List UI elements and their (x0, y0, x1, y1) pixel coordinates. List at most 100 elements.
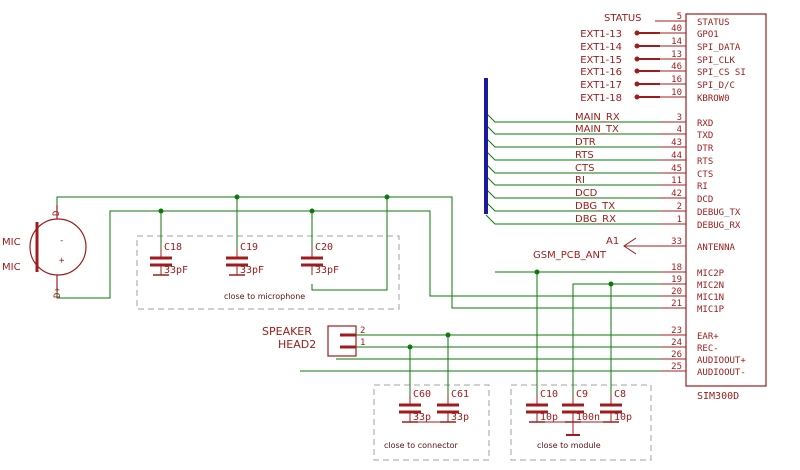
module-pin-name: CTS (697, 170, 713, 180)
status-net-label: STATUS (604, 13, 642, 24)
mic-body (29, 218, 87, 276)
module-pin-name: STATUS (697, 18, 730, 28)
ext-net-labels: EXT1-13EXT1-14EXT1-15EXT1-16EXT1-17EXT1-… (580, 20, 660, 104)
bus-net-label: MAIN_RX (575, 112, 620, 123)
speaker-label-1: SPEAKER (262, 325, 312, 338)
module-pin-name: MIC2N (697, 281, 724, 291)
module-pin-name: MIC2P (697, 269, 725, 279)
module-pin-name: SPI_D/C (697, 81, 735, 91)
cap-ref: C10 (540, 389, 558, 400)
module-pin-name: RXD (697, 119, 713, 129)
module-pin-name: DCD (697, 195, 713, 205)
capacitor: C10 10p (526, 389, 558, 423)
module-pin-number: 21 (671, 299, 682, 309)
module-pin-name: KBROW0 (697, 94, 730, 104)
module-pin-name: MIC1N (697, 293, 724, 303)
speaker-body (327, 325, 357, 357)
cap-value: 10p (614, 412, 632, 423)
bus-wire (485, 214, 660, 225)
ext-net-label: EXT1-14 (580, 42, 622, 53)
module-pin-name: GPO1 (697, 30, 719, 40)
wires (56, 112, 660, 395)
bus-net-label: MAIN_TX (575, 124, 619, 135)
module-pin-number: 45 (671, 164, 682, 174)
cap-value: 10p (540, 412, 558, 423)
module-pin-number: 23 (671, 326, 682, 336)
bus-wires (485, 112, 660, 225)
ext-net-label: EXT1-17 (580, 80, 622, 91)
capacitor: C19 33pF (226, 242, 264, 276)
module-pin-name: DTR (697, 144, 714, 154)
cap-ref: C9 (576, 389, 588, 400)
antenna-a1: A1 GSM_PCB_ANT (533, 236, 660, 261)
module-pin-name: ANTENNA (697, 243, 736, 253)
module-pin-name: REC- (697, 344, 719, 354)
junction (445, 332, 451, 338)
module-pin-name: DEBUG_TX (697, 208, 741, 218)
junction (234, 194, 240, 200)
capacitor: C18 33pF (150, 242, 188, 276)
bus-wire (485, 112, 660, 123)
bus-net-label: DBG_RX (575, 214, 616, 225)
bus-net-label: DBG_TX (575, 201, 615, 212)
bus-net-label: DCD (575, 188, 598, 199)
microphone (29, 205, 87, 290)
module-pin-number: 43 (671, 138, 682, 148)
bus-wire (485, 150, 660, 161)
wire-c20-return (311, 197, 388, 291)
module-pin-number: 13 (671, 50, 682, 60)
cap-ref: C20 (315, 242, 333, 253)
mic-minus: - (59, 236, 64, 246)
bus-wire (485, 175, 660, 186)
module-pin-number: 24 (671, 338, 682, 348)
ext-net-label: EXT1-16 (580, 67, 622, 78)
module-sim300d: SIM300D 5STATUS40GPO114SPI_DATA13SPI_CLK… (660, 12, 767, 402)
module-name: SIM300D (697, 391, 739, 402)
cap-ref: C19 (240, 242, 258, 253)
module-pin-number: 33 (671, 237, 682, 247)
module-pin-number: 3 (677, 113, 682, 123)
module-pin-number: 42 (671, 189, 682, 199)
ext-net-label: EXT1-15 (580, 55, 622, 66)
module-pin-number: 4 (677, 125, 682, 135)
junction (608, 281, 614, 287)
placement-frames (136, 235, 652, 461)
note-mic: close to microphone (224, 292, 305, 301)
frame-connector (373, 384, 490, 461)
module-pin-number: 10 (671, 88, 682, 98)
wire-mic2n (572, 283, 660, 395)
wire-mic1p (56, 196, 660, 309)
bus-wire (485, 137, 660, 148)
cap-value: 33p (413, 412, 431, 423)
bus-net-label: DTR (575, 137, 596, 148)
cap-value: 33pF (164, 265, 188, 276)
junction (158, 208, 164, 214)
cap-ref: C8 (614, 389, 626, 400)
junction (309, 208, 315, 214)
cap-ref: C60 (413, 389, 431, 400)
mic-plus: + (59, 256, 65, 266)
module-pin-name: SPI_DATA (697, 43, 741, 53)
cap-ref: C18 (164, 242, 182, 253)
cap-value: 33pF (240, 265, 264, 276)
module-body (685, 13, 767, 387)
module-pin-name: SPI_CS SI (697, 68, 746, 78)
note-module: close to module (537, 441, 601, 450)
module-pin-name: SPI_CLK (697, 56, 736, 66)
module-pin-name: DEBUG_RX (697, 221, 741, 231)
bus-wire (485, 188, 660, 199)
module-pins: 5STATUS40GPO114SPI_DATA13SPI_CLK46SPI_CS… (660, 12, 746, 378)
module-pin-name: TXD (697, 131, 713, 141)
mic-label-bottom: MIC (2, 262, 21, 273)
bus-net-label: CTS (575, 163, 594, 174)
module-pin-name: RI (697, 182, 708, 192)
module-pin-number: 19 (671, 275, 682, 285)
mic-pin-bottom: D+ (53, 287, 63, 298)
module-pin-name: MIC1P (697, 305, 725, 315)
mic-label-top: MIC (2, 237, 21, 248)
bus-net-label: RTS (575, 150, 594, 161)
